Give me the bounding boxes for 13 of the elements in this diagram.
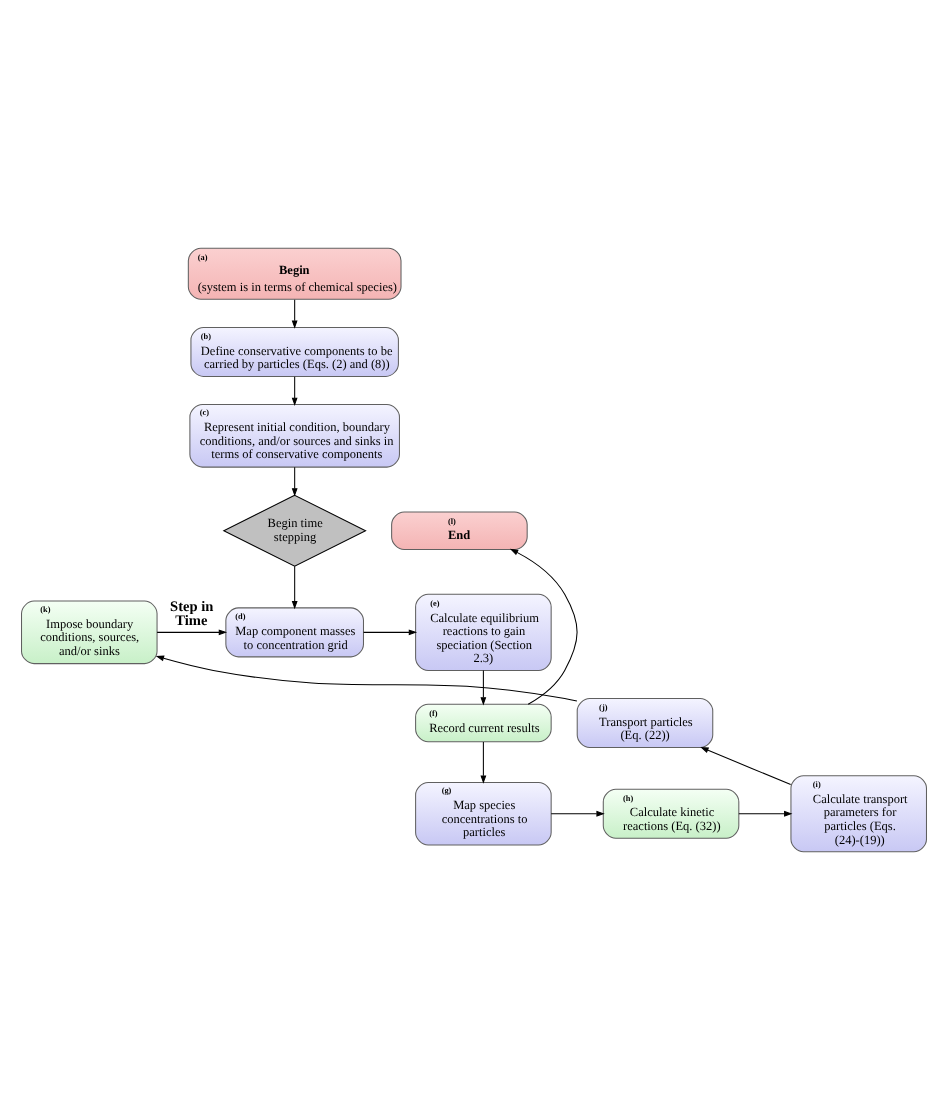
- arrow: [550, 809, 605, 816]
- arrow: [363, 628, 418, 635]
- arrow: [156, 628, 228, 635]
- arrow: [291, 465, 298, 496]
- arrow: [291, 298, 298, 328]
- arrow: [480, 668, 487, 705]
- arrow: [480, 740, 487, 783]
- arrow: [509, 547, 578, 704]
- arrow: [155, 654, 578, 701]
- arrow: [291, 375, 298, 406]
- arrow: [700, 746, 792, 785]
- arrow: [738, 809, 793, 816]
- arrow: [291, 564, 298, 609]
